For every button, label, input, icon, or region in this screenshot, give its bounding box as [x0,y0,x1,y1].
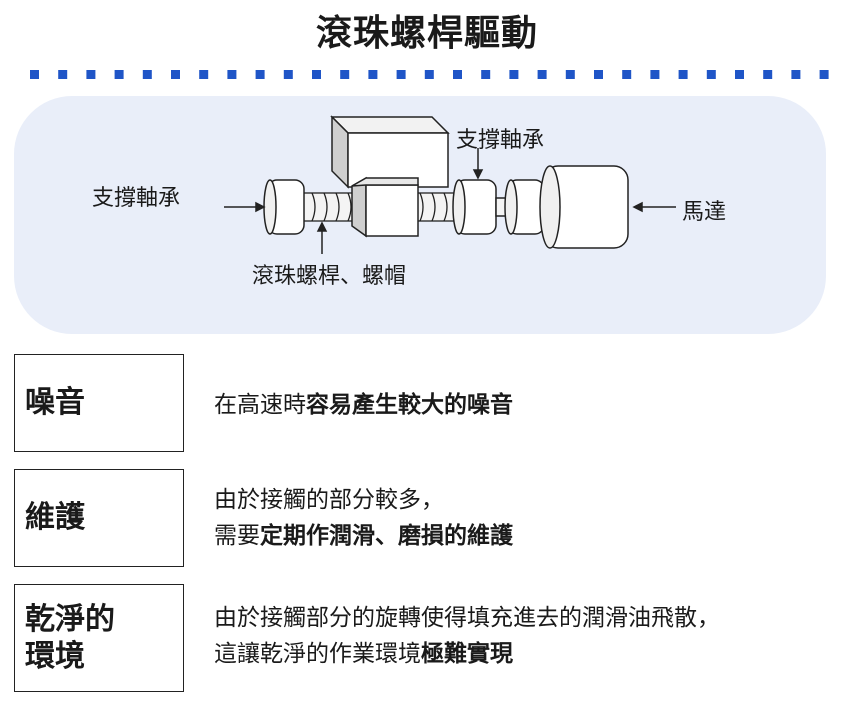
divider-dot [368,70,378,79]
divider-dot [171,70,180,79]
heading-clean-environment: 乾淨的 環境 [14,584,184,692]
desc-maintenance: 由於接觸的部分較多， 需要定期作潤滑、磨損的維護 [214,487,513,549]
label-support-bearing-right: 支撐軸承 [456,128,545,153]
divider-dot [678,70,688,79]
heading-maintenance: 維護 [14,469,184,567]
left-support-bearing [263,179,305,235]
label-ball-screw-nut: 滾珠螺桿、螺帽 [252,264,407,289]
divider-dot [424,70,434,79]
label-motor: 馬達 [682,200,727,225]
divider-dot [622,70,632,79]
divider-dot [565,70,575,79]
divider-dot [283,70,293,79]
divider-dot [650,70,660,79]
divider-dot [537,70,547,79]
divider-dot [706,70,716,79]
divider-dot [594,70,603,79]
screw-nut [351,176,419,238]
divider-dot [481,70,491,79]
dotted-divider [30,70,829,79]
divider-dot [86,70,96,79]
divider-dot [509,70,519,79]
divider-dot [453,70,462,79]
divider-dot [227,70,237,79]
divider-dot [30,70,39,79]
divider-dot [58,70,68,79]
label-arrows [224,148,676,254]
divider-dot [735,70,744,79]
divider-dot [114,70,124,79]
divider-dot [763,70,773,79]
divider-dot [396,70,406,79]
label-support-bearing-left: 支撐軸承 [92,186,181,211]
motor [539,165,629,249]
desc-clean-environment: 由於接觸部分的旋轉使得填充進去的潤滑油飛散， 這讓乾淨的作業環境極難實現 [214,605,720,667]
ball-screw-diagram [224,115,676,254]
desc-noise: 在高速時容易產生較大的噪音 [214,392,513,418]
divider-dot [340,70,350,79]
divider-dot [142,70,152,79]
heading-noise: 噪音 [14,354,184,452]
carriage-block [330,115,450,189]
divider-dot [791,70,801,79]
divider-dot [199,70,209,79]
right-support-bearing [452,179,545,235]
page-title: 滾珠螺桿驅動 [315,13,538,54]
divider-dot [312,70,321,79]
divider-dot [819,70,829,79]
divider-dot [255,70,265,79]
